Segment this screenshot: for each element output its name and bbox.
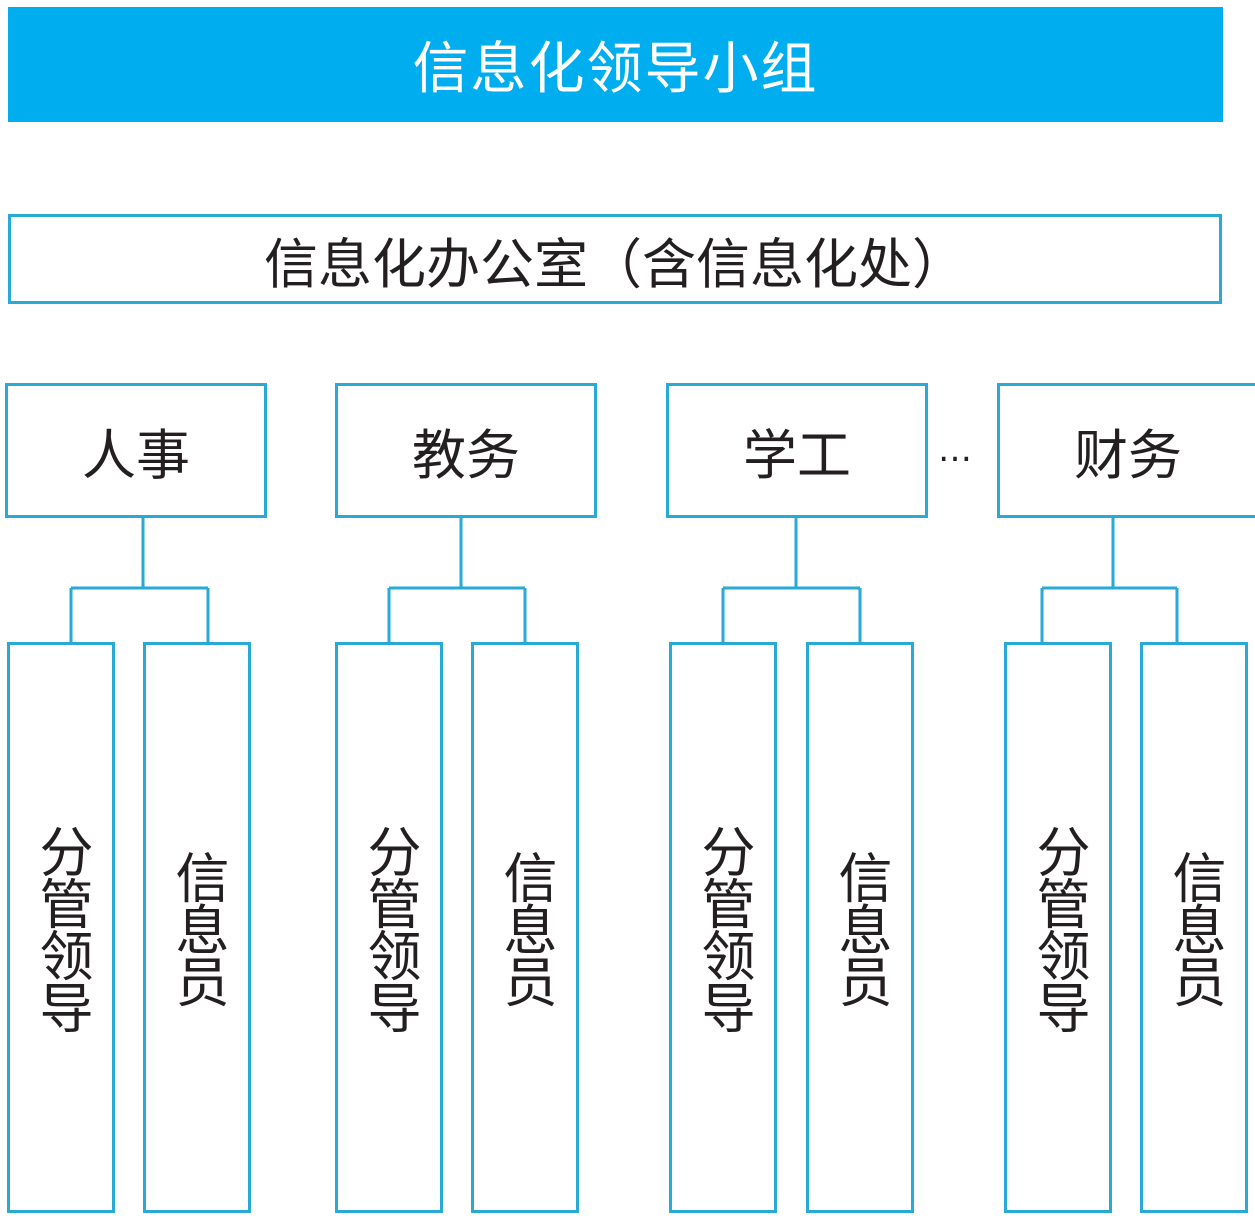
role-label: 分管领导 (358, 823, 421, 1032)
dept-label: 教务 (412, 424, 520, 487)
role-label: 分管领导 (692, 823, 755, 1032)
role-label: 分管领导 (30, 823, 93, 1032)
role-label: 信息员 (1163, 849, 1226, 1006)
role-box: 分管领导 (669, 642, 777, 1213)
connector-dept-3 (1040, 518, 1179, 647)
leadership-group-label: 信息化领导小组 (412, 37, 819, 102)
leadership-group-box: 信息化领导小组 (8, 7, 1223, 122)
dept-label: 人事 (82, 424, 190, 487)
connector-dept-1 (387, 518, 527, 647)
role-label: 信息员 (166, 849, 229, 1006)
dept-label: 学工 (743, 424, 851, 487)
role-label: 分管领导 (1027, 823, 1090, 1032)
connector-dept-0 (69, 518, 210, 647)
role-label: 信息员 (829, 849, 892, 1006)
office-box: 信息化办公室（含信息化处） (8, 214, 1222, 304)
office-label: 信息化办公室（含信息化处） (264, 232, 966, 296)
role-box: 信息员 (1140, 642, 1248, 1213)
more-departments-ellipsis: … (938, 430, 973, 470)
dept-box-student-affairs: 学工 (666, 383, 928, 518)
dept-box-hr: 人事 (5, 383, 267, 518)
role-box: 分管领导 (7, 642, 115, 1213)
role-label: 信息员 (494, 849, 557, 1006)
dept-label: 财务 (1074, 424, 1182, 487)
role-box: 分管领导 (335, 642, 443, 1213)
dept-box-academic: 教务 (335, 383, 597, 518)
role-box: 信息员 (806, 642, 914, 1213)
role-box: 信息员 (471, 642, 579, 1213)
role-box: 分管领导 (1004, 642, 1112, 1213)
dept-box-finance: 财务 (997, 383, 1255, 518)
role-box: 信息员 (143, 642, 251, 1213)
connector-dept-2 (721, 518, 862, 647)
